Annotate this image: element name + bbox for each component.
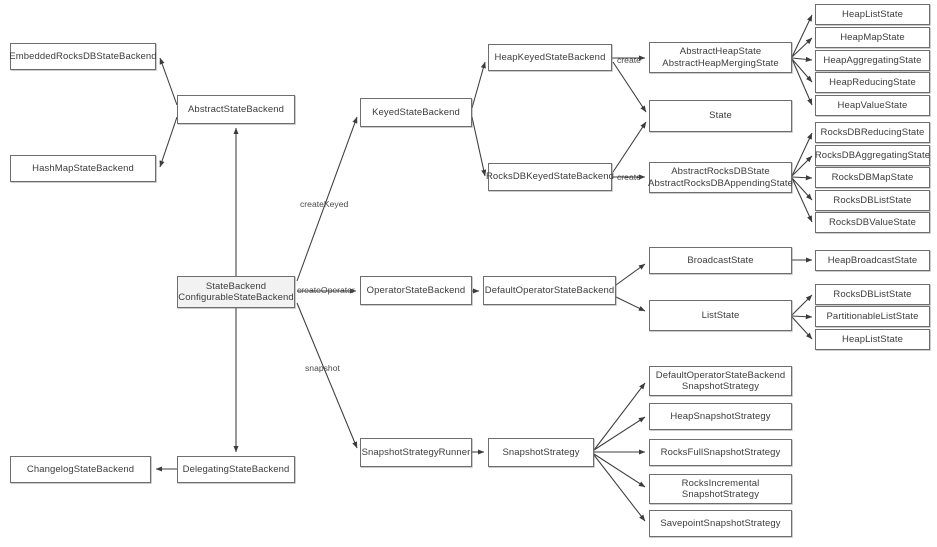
class-node-heap_list_state_top[interactable]: HeapListState [815,4,930,25]
class-node-state[interactable]: State [649,100,792,132]
class-node-broadcast_state[interactable]: BroadcastState [649,247,792,274]
edge-default-to-broadcast [615,263,646,286]
edge-abstractheap-to-heapmap [791,37,813,58]
class-node-heap_list_state_bottom[interactable]: HeapListState [815,329,930,350]
class-node-rocksdb_list_state_top[interactable]: RocksDBListState [815,190,930,211]
edge-abstractrocks-to-rocksmap [791,175,813,181]
class-node-abstract_state_backend[interactable]: AbstractStateBackend [177,95,295,124]
class-node-rocks_full_snapshot_strategy[interactable]: RocksFullSnapshotStrategy [649,439,792,466]
edge-abstract-to-hashmap [159,116,178,168]
class-node-heap_value_state[interactable]: HeapValueState [815,95,930,116]
edge-strategy-to-rocksincremental [593,453,646,488]
class-node-abstract_rocksdb_state[interactable]: AbstractRocksDBState AbstractRocksDBAppe… [648,162,793,193]
edge-abstractheap-to-heaplist [791,14,813,58]
edge-heapkeyed-to-state [612,61,647,113]
edge-abstractrocks-to-rocksvalue [791,177,813,223]
edge-abstractheap-to-heapvalue [791,58,813,106]
class-node-default_operator_state_backend[interactable]: DefaultOperatorStateBackend [483,276,616,305]
class-node-list_state[interactable]: ListState [649,300,792,331]
class-node-rocksdb_value_state[interactable]: RocksDBValueState [815,212,930,233]
class-node-changelog_state_backend[interactable]: ChangelogStateBackend [10,456,151,483]
edge-abstractrocks-to-rocksreducing [791,132,813,177]
edge-label-label_create_rocksdb: create [617,172,641,182]
edge-keyed-to-rockskeyed [471,116,487,177]
class-node-heap_broadcast_state[interactable]: HeapBroadcastState [815,250,930,271]
class-node-heap_aggregating_state[interactable]: HeapAggregatingState [815,50,930,71]
class-node-operator_state_backend[interactable]: OperatorStateBackend [360,276,472,305]
edge-label-label_create_operator: createOperator [297,285,355,295]
edge-label-label_create_heap: create [617,55,641,65]
class-node-partitionable_list_state[interactable]: PartitionableListState [815,306,930,327]
edge-abstractrocks-to-rockslist [791,177,813,201]
edge-list-to-heaplist [791,316,813,340]
class-node-snapshot_strategy[interactable]: SnapshotStrategy [488,438,594,467]
class-node-snapshot_strategy_runner[interactable]: SnapshotStrategyRunner [360,438,472,467]
class-node-keyed_state_backend[interactable]: KeyedStateBackend [360,98,472,127]
class-node-heap_snapshot_strategy[interactable]: HeapSnapshotStrategy [649,403,792,430]
class-node-abstract_heap_state[interactable]: AbstractHeapState AbstractHeapMergingSta… [649,42,792,73]
edge-label-label_snapshot: snapshot [305,363,340,373]
edge-abstractheap-to-heapaggregating [791,56,813,62]
class-node-default_operator_state_backend_snapshot_strategy[interactable]: DefaultOperatorStateBackend SnapshotStra… [649,366,792,396]
class-node-delegating_state_backend[interactable]: DelegatingStateBackend [177,456,295,483]
edge-statebackend-to-snapshotrunner [296,302,358,449]
class-node-savepoint_snapshot_strategy[interactable]: SavepointSnapshotStrategy [649,510,792,537]
class-node-embedded_rocksdb_state_backend[interactable]: EmbeddedRocksDBStateBackend [9,43,157,70]
class-node-heap_map_state[interactable]: HeapMapState [815,27,930,48]
class-node-rocksdb_reducing_state[interactable]: RocksDBReducingState [815,122,930,143]
edge-label-label_create_keyed: createKeyed [300,199,349,209]
class-node-rocksdb_list_state_bottom[interactable]: RocksDBListState [815,284,930,305]
class-node-hashmap_state_backend[interactable]: HashMapStateBackend [10,155,156,182]
class-node-rocks_incremental_snapshot_strategy[interactable]: RocksIncremental SnapshotStrategy [649,474,792,504]
edge-strategy-to-defaultopsnapshot [593,382,646,451]
edge-rockskeyed-to-state [612,121,647,173]
edge-abstractrocks-to-rocksaggregating [791,155,813,177]
edge-abstract-to-embedded [159,57,178,106]
edge-keyed-to-heapkeyed [471,61,486,109]
class-node-heap_reducing_state[interactable]: HeapReducingState [815,72,930,93]
class-node-state_backend[interactable]: StateBackend ConfigurableStateBackend [177,276,295,308]
edge-list-to-partitionable [791,314,813,320]
edge-abstractheap-to-heapreducing [791,58,813,83]
edge-list-to-rockslist [791,294,813,316]
edge-strategy-to-savepoint [593,454,646,522]
edge-default-to-list [615,296,646,312]
class-node-rocksdb_aggregating_state[interactable]: RocksDBAggregatingState [815,145,930,166]
class-node-heap_keyed_state_backend[interactable]: HeapKeyedStateBackend [488,44,612,71]
edge-strategy-to-heapsnapshot [593,416,646,451]
class-node-rocksdb_map_state[interactable]: RocksDBMapState [815,167,930,188]
class-node-rocksdb_keyed_state_backend[interactable]: RocksDBKeyedStateBackend [486,163,614,191]
